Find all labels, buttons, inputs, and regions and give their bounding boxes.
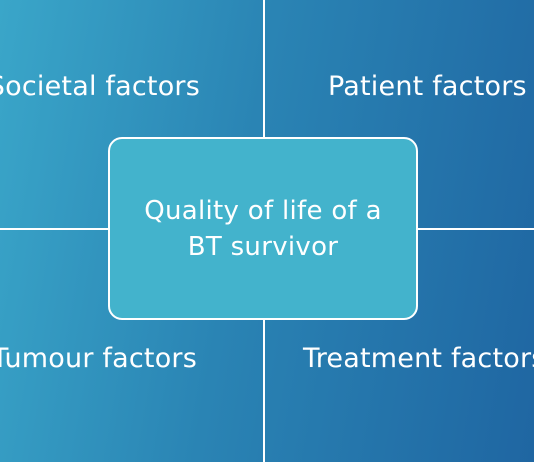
center-title: Quality of life of a BT survivor — [144, 193, 382, 265]
center-title-line-2: BT survivor — [187, 231, 339, 262]
treatment-factors-label: Treatment factors — [303, 343, 534, 374]
center-box: Quality of life of a BT survivor — [108, 137, 418, 320]
societal-factors-label: Societal factors — [0, 71, 200, 102]
tumour-factors-label: Tumour factors — [0, 343, 197, 374]
center-title-line-1: Quality of life of a — [144, 195, 382, 226]
patient-factors-label: Patient factors — [328, 71, 527, 102]
